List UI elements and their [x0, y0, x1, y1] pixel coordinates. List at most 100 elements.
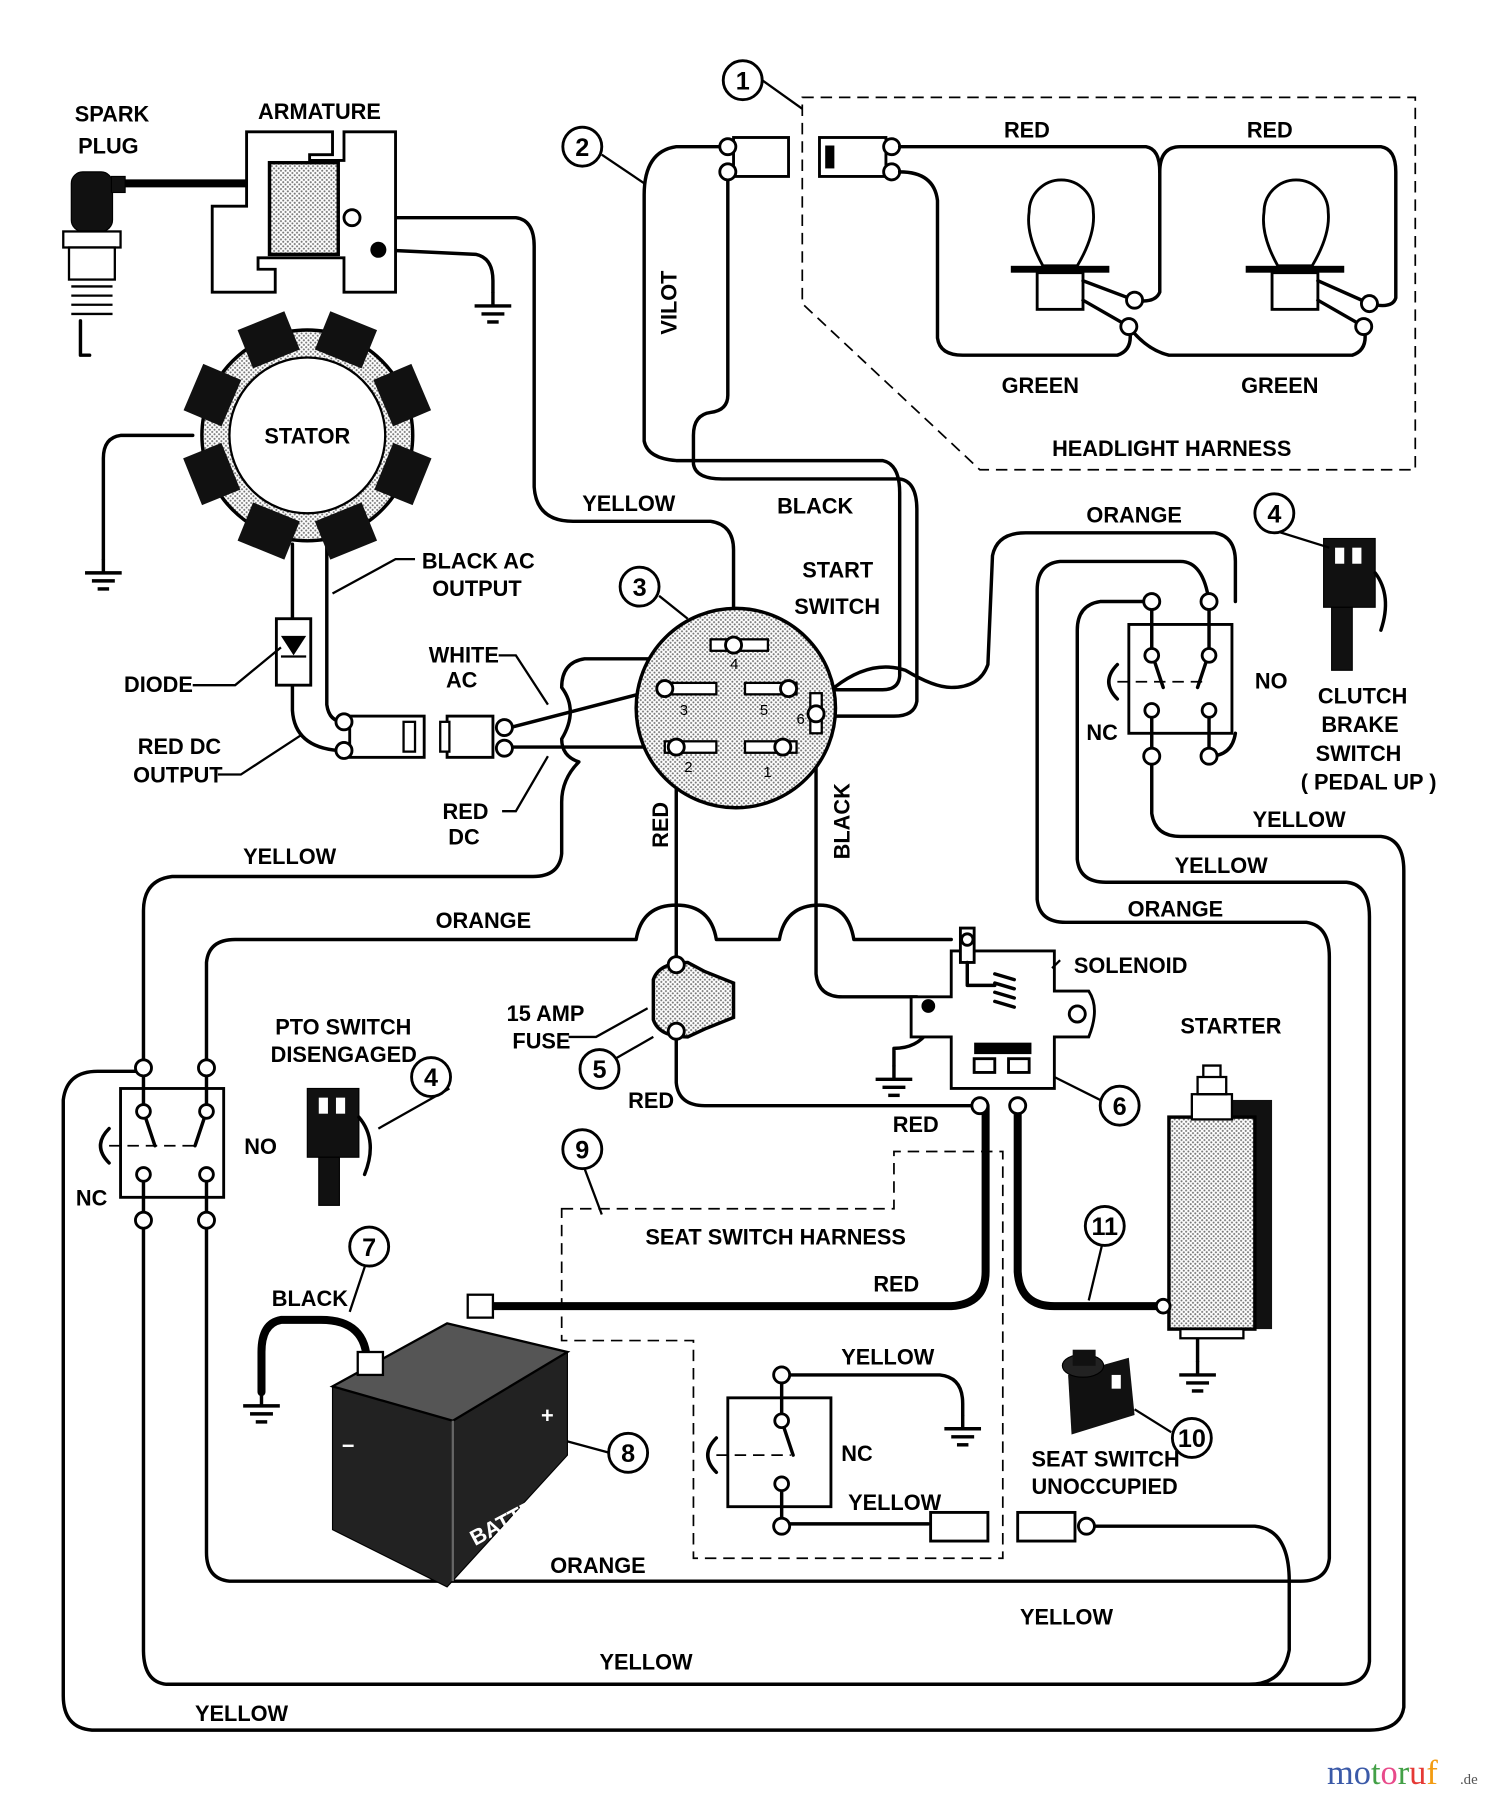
wire-armature-ground	[376, 248, 495, 294]
wire-yellow-armature	[350, 215, 736, 644]
start-switch-label-2: SWITCH	[794, 594, 880, 619]
callout-1: 1	[736, 67, 750, 95]
label-yellow-left: YELLOW	[243, 844, 337, 869]
wire-seat-switch-return	[1087, 1524, 1291, 1686]
label-red-1: RED	[1004, 117, 1050, 142]
starter	[1154, 1064, 1273, 1340]
battery: + − BATTERY	[329, 1293, 571, 1588]
wire-red-fuse	[674, 1029, 982, 1108]
wire-11	[1013, 1101, 1168, 1311]
label-black-top: BLACK	[777, 493, 853, 518]
label-green-1: GREEN	[1002, 373, 1079, 398]
stator-label: STATOR	[264, 423, 350, 448]
fuse-label-2: FUSE	[512, 1028, 570, 1053]
pin-1: 1	[763, 765, 771, 781]
pin-3: 3	[680, 703, 688, 719]
black-ac-output-label-2: OUTPUT	[432, 576, 522, 601]
callouts: 1 2 3 4 4 5 6 7 8 9 10 11	[348, 59, 1330, 1474]
label-red-fuse: RED	[628, 1088, 674, 1113]
wire-orange-right	[204, 559, 1332, 1583]
callout-5: 5	[592, 1056, 606, 1084]
label-yellow-bottom-1: YELLOW	[1020, 1605, 1114, 1630]
seat-switch-harness	[560, 1150, 1096, 1560]
red-dc-label: RED	[443, 799, 489, 824]
clutch-label-3: SWITCH	[1316, 741, 1402, 766]
battery-negative-terminal	[356, 1350, 385, 1377]
clutch-switch-part-icon	[1323, 537, 1388, 671]
wire-orange-mid	[204, 903, 953, 1068]
armature-label: ARMATURE	[258, 99, 381, 124]
label-orange-bottom: ORANGE	[550, 1553, 645, 1578]
label-yellow-bottom-3: YELLOW	[195, 1701, 289, 1726]
wire-black-battery	[257, 1315, 371, 1397]
stator-connector	[334, 712, 426, 760]
label-green-2: GREEN	[1241, 373, 1318, 398]
red-dc-output-label: RED DC	[138, 734, 222, 759]
seat-switch-label: SEAT SWITCH	[1031, 1447, 1179, 1472]
solenoid-label: SOLENOID	[1074, 953, 1188, 978]
label-red-2: RED	[1247, 117, 1293, 142]
labels: SPARK PLUG ARMATURE BLACK AC OUTPUT DIOD…	[75, 99, 1437, 1726]
callout-9: 9	[575, 1136, 589, 1164]
wire-yellow-clutch-2	[141, 599, 1372, 1686]
label-yellow-bottom-2: YELLOW	[599, 1649, 693, 1674]
callout-11: 11	[1091, 1213, 1118, 1241]
fuse-label: 15 AMP	[507, 1001, 585, 1026]
label-nc-clutch: NC	[1086, 720, 1118, 745]
headlight-harness-label: HEADLIGHT HARNESS	[1052, 436, 1291, 461]
wire-black-headlight	[691, 170, 919, 718]
leader-lines	[192, 557, 1061, 1039]
label-red-battery: RED	[873, 1271, 919, 1296]
label-yellow-clutch-2: YELLOW	[1175, 853, 1269, 878]
label-vilot: VILOT	[656, 270, 681, 335]
watermark-logo: motoruf .de	[1327, 1754, 1478, 1792]
wires	[61, 144, 1406, 1732]
svg-text:motoruf: motoruf	[1327, 1754, 1438, 1792]
label-red-switch: RED	[648, 802, 673, 848]
wire-vilot	[642, 144, 902, 692]
wire-black-switch	[814, 745, 919, 999]
bulb-left	[1010, 178, 1145, 336]
seat-switch-label-2: UNOCCUPIED	[1031, 1474, 1177, 1499]
diode-label: DIODE	[124, 672, 193, 697]
label-nc-seat: NC	[841, 1441, 873, 1466]
start-switch[interactable]: 1 2 3 4 5 6	[634, 606, 838, 810]
label-orange-mid: ORANGE	[436, 908, 531, 933]
spark-plug-label: SPARK	[75, 101, 150, 126]
battery-positive-terminal	[466, 1293, 495, 1319]
label-black-switch: BLACK	[829, 783, 854, 859]
clutch-label-2: BRAKE	[1321, 712, 1398, 737]
white-ac-label: WHITE	[429, 642, 499, 667]
pto-label: PTO SWITCH	[275, 1015, 411, 1040]
headlight-harness	[718, 96, 1417, 471]
red-dc-output-label-2: OUTPUT	[133, 763, 223, 788]
watermark-suffix: .de	[1460, 1772, 1478, 1788]
pin-5: 5	[760, 703, 768, 719]
wire-red-battery	[477, 1101, 990, 1311]
spark-plug	[62, 171, 126, 357]
solenoid	[909, 926, 1096, 1116]
wire-orange-clutch	[832, 531, 1238, 690]
black-ac-output-label: BLACK AC	[422, 548, 535, 573]
wire-yellow-clutch	[61, 754, 1406, 1732]
label-orange-right: ORANGE	[1128, 897, 1223, 922]
callout-10: 10	[1178, 1425, 1206, 1453]
diode	[274, 617, 313, 687]
stator: STATOR	[183, 311, 432, 560]
battery-minus-sign: −	[342, 1433, 355, 1458]
red-dc-label-2: DC	[448, 824, 480, 849]
label-yellow-clutch-1: YELLOW	[1253, 807, 1347, 832]
clutch-label-4: ( PEDAL UP )	[1301, 769, 1437, 794]
start-switch-label: START	[802, 557, 874, 582]
pin-6: 6	[797, 712, 805, 728]
pto-switch-part-icon	[306, 1087, 372, 1206]
label-orange-top: ORANGE	[1086, 502, 1181, 527]
pto-switch	[98, 1058, 372, 1230]
switch-harness-connector	[439, 714, 514, 759]
clutch-brake-switch	[1107, 537, 1388, 766]
callout-6: 6	[1113, 1093, 1127, 1121]
callout-4-clutch: 4	[1267, 500, 1281, 528]
label-black-battery: BLACK	[272, 1286, 348, 1311]
headlight-harness-outline	[801, 96, 1417, 471]
